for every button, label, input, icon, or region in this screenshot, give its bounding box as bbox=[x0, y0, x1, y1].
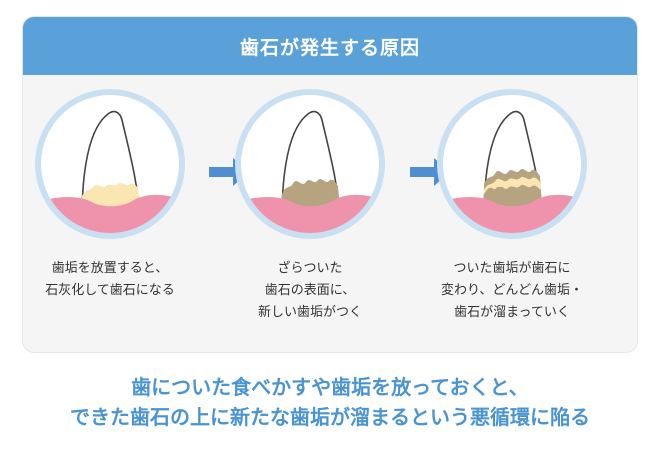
tooth-plaque-illustration bbox=[35, 89, 185, 239]
step-2-illustration bbox=[230, 84, 390, 244]
tooth-tartar-illustration bbox=[235, 89, 385, 239]
step-1-caption: 歯垢を放置すると、 石灰化して歯石になる bbox=[45, 261, 175, 298]
plaque-layer-shape bbox=[484, 176, 541, 194]
step-2: ざらついた 歯石の表面に、 新しい歯垢がつく bbox=[230, 84, 390, 324]
step-3-illustration bbox=[432, 84, 592, 244]
summary-line-2: できた歯石の上に新たな歯垢が溜まるという悪循環に陥る bbox=[70, 405, 590, 429]
card-header: 歯石が発生する原因 bbox=[23, 17, 637, 75]
step-1-illustration bbox=[30, 84, 190, 244]
step-3-caption: ついた歯垢が歯石に 変わり、どんどん歯垢・ 歯石が溜まっていく bbox=[440, 261, 584, 320]
tooth-tartar-plaque-illustration bbox=[437, 89, 587, 239]
summary-line-1: 歯についた食べかすや歯垢を放っておくと、 bbox=[131, 375, 529, 399]
header-title: 歯石が発生する原因 bbox=[239, 36, 420, 59]
step-2-caption: ざらついた 歯石の表面に、 新しい歯垢がつく bbox=[257, 261, 362, 320]
tartar-shape bbox=[282, 179, 340, 210]
summary-text: 歯についた食べかすや歯垢を放っておくと、 できた歯石の上に新たな歯垢が溜まるとい… bbox=[0, 372, 660, 432]
plaque-shape bbox=[82, 182, 140, 210]
step-3: ついた歯垢が歯石に 変わり、どんどん歯垢・ 歯石が溜まっていく bbox=[432, 84, 592, 324]
step-1: 歯垢を放置すると、 石灰化して歯石になる bbox=[30, 84, 190, 302]
tartar-lower-shape bbox=[484, 184, 542, 210]
